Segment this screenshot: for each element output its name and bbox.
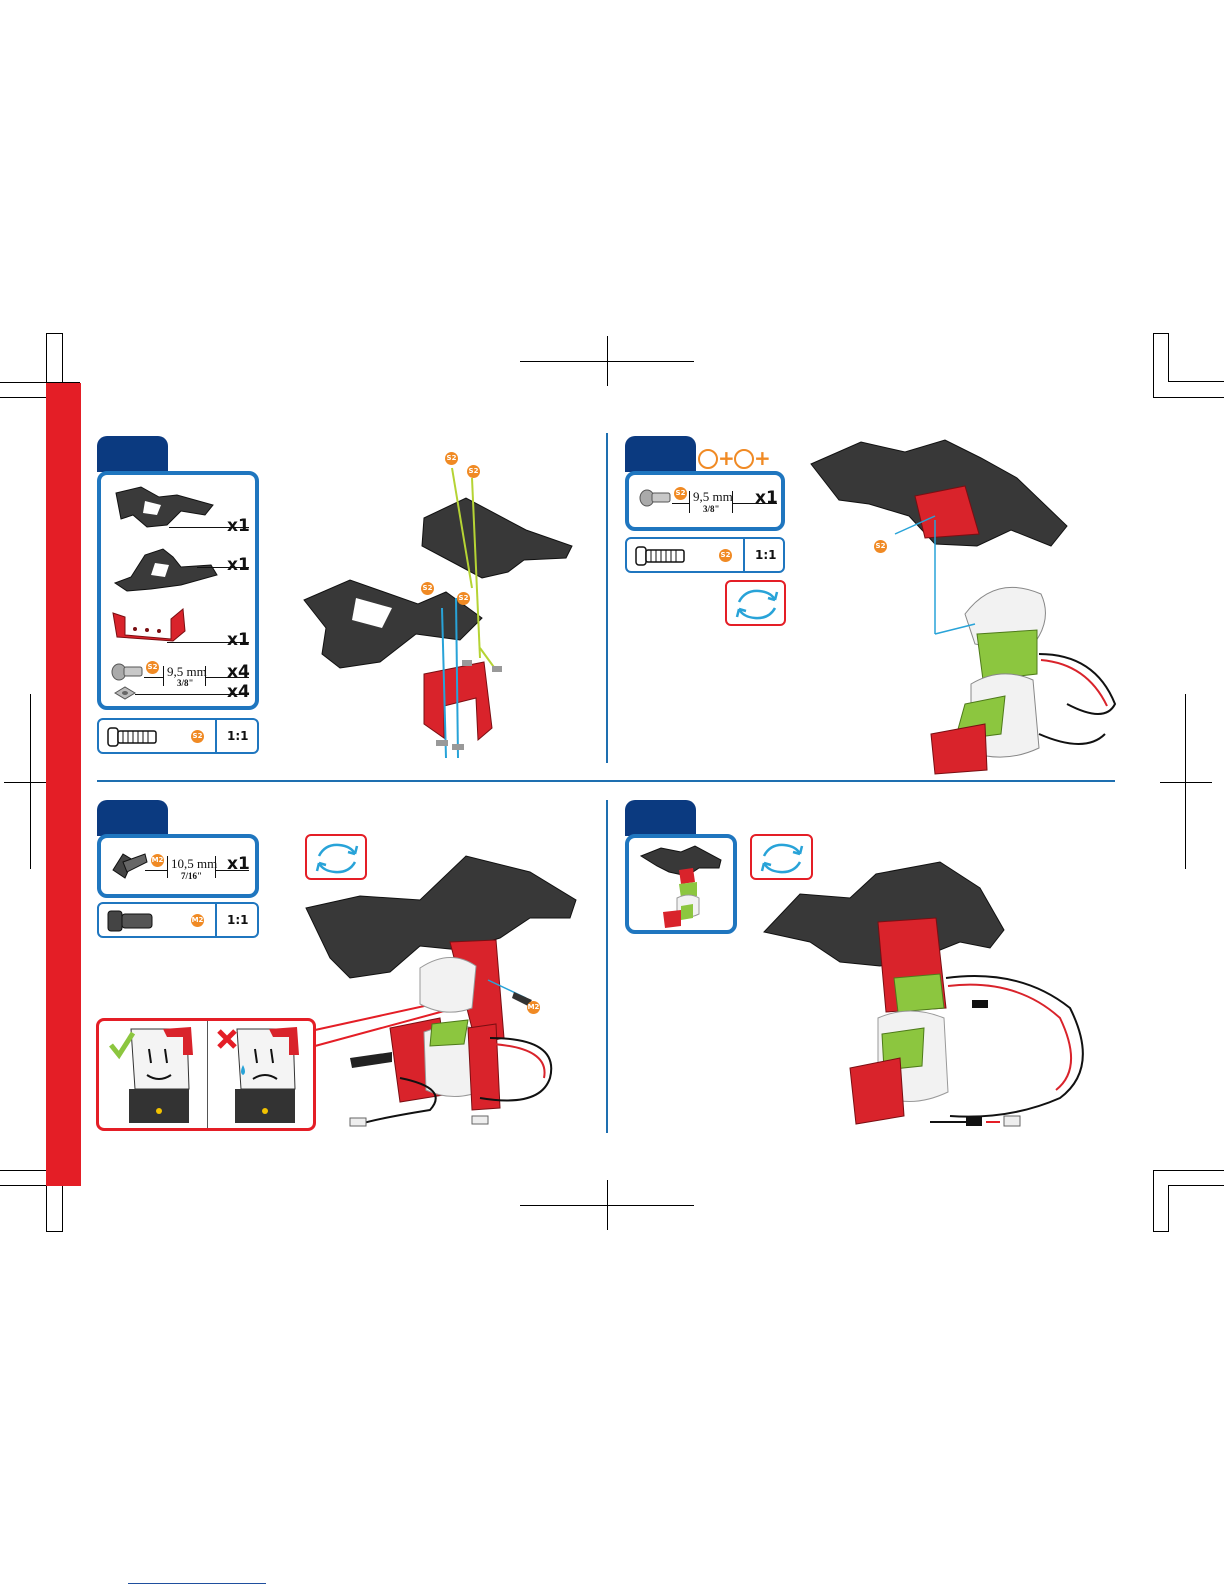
registration-mark [520,1205,694,1206]
orientation-check-panel [96,1018,316,1131]
plus-sign: + [754,448,771,468]
part-code-badge: M2 [151,854,164,867]
dimension-line [145,870,167,871]
black-plate-part [111,543,221,593]
scale-ratio: 1:1 [227,913,249,927]
part-qty: x1 [227,854,250,874]
servo-count-icon [698,449,718,469]
divider-horizontal [97,780,1115,782]
crop-mark [1153,1170,1154,1232]
length-mm: 9,5 mm [693,489,733,505]
crop-mark [1168,1185,1224,1186]
red-bracket-part [111,603,201,643]
correct-orientation-icon [107,1025,203,1125]
part-code-badge: M2 [191,914,204,927]
diagram-badge: S2 [445,452,458,465]
step-tab [97,800,168,836]
dimension-line [144,677,164,678]
screw-icon [109,850,149,884]
crop-mark [46,333,62,334]
plus-sign: + [718,448,735,468]
length-inch: 3/8" [703,504,720,514]
screw-scale-icon [107,726,159,748]
part-qty: x4 [227,682,250,702]
servo-count-icon [734,449,754,469]
part-code-badge: S2 [674,487,687,500]
part-code-badge: S2 [719,549,732,562]
part-qty: x4 [227,662,250,682]
part-qty: x1 [227,630,250,650]
assembly-thumbnail [637,842,729,930]
part-code-badge: S2 [146,661,159,674]
screw-scale-icon [107,909,159,933]
crop-mark [1153,333,1168,334]
rotate-view-box [725,580,786,626]
length-mm: 10,5 mm [171,856,217,872]
part-qty: x1 [227,516,250,536]
scale-reference-box: M2 1:1 [97,902,259,938]
scale-separator [215,720,217,752]
square-nut-icon [113,685,137,701]
assembly-diagram-step-4 [760,858,1100,1130]
registration-mark [1160,782,1212,783]
dimension-line [672,503,690,504]
crop-mark [1153,333,1154,397]
scale-ratio: 1:1 [755,548,777,562]
dimension-tick [732,491,733,513]
crop-mark [1168,1185,1169,1232]
scale-reference-box: S2 1:1 [97,718,259,754]
diagram-badge: M2 [527,1001,540,1014]
dimension-tick [167,856,168,878]
diagram-badge: S2 [457,592,470,605]
divider-vertical-bottom [606,800,608,1133]
screw-icon [639,487,673,507]
dimension-tick [215,856,216,878]
part-qty: x1 [755,488,778,508]
screw-icon [111,661,145,681]
rotate-arrows-icon [733,586,781,622]
diagram-badge: S2 [874,540,887,553]
reference-thumbnail-box [625,834,737,934]
incorrect-orientation-icon [213,1025,309,1125]
chapter-color-band [46,383,81,1186]
assembly-diagram-step-1 [296,448,586,763]
crop-mark [1153,397,1224,398]
dimension-tick [163,666,164,686]
parts-list-box: M2 10,5 mm 7/16" x1 [97,834,259,898]
step-tab [625,800,696,836]
dimension-tick [205,666,206,686]
divider-vertical-top [606,433,608,763]
diagram-badge: S2 [467,465,480,478]
black-plate-part [111,485,221,533]
step-tab [625,436,696,472]
registration-mark [520,361,694,362]
panel-separator [207,1021,208,1128]
step-tab [97,436,168,472]
crop-mark [1168,333,1169,381]
crop-mark [1168,381,1224,382]
part-code-badge: S2 [191,730,204,743]
crop-mark [1153,1170,1224,1171]
scale-separator [215,904,217,936]
scale-ratio: 1:1 [227,729,249,743]
crop-mark [46,1231,62,1232]
screw-scale-icon [635,545,687,567]
assembly-diagram-step-2 [805,434,1125,776]
dimension-tick [689,491,690,513]
diagram-badge: S2 [421,582,434,595]
length-inch: 7/16" [181,871,202,881]
scale-reference-box: S2 1:1 [625,537,785,573]
length-inch: 3/8" [177,678,194,688]
scale-separator [743,539,745,571]
assembly-diagram-step-3 [300,848,582,1130]
parts-list-box: x1 x1 x1 S2 9,5 mm 3/8" x4 [97,471,259,710]
part-qty: x1 [227,555,250,575]
crop-mark [1153,1231,1168,1232]
parts-list-box: S2 9,5 mm 3/8" x1 [625,471,785,531]
